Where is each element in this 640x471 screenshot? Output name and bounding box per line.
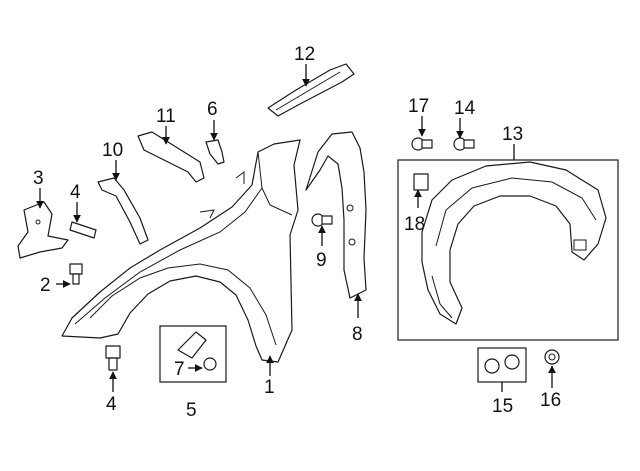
callout-18: 18 [404,214,425,235]
callout-4-upper: 4 [70,182,81,203]
nut-part-15[interactable] [484,354,520,374]
callout-7: 7 [174,359,185,380]
callout-2: 2 [40,275,51,296]
part-13-group-box [397,159,619,341]
callout-17: 17 [408,96,429,117]
part-5-group-box [159,325,227,383]
nut-part-16[interactable] [544,349,560,365]
bolt-part-2[interactable] [69,263,83,285]
callout-12: 12 [294,44,315,65]
leader-lines [36,64,556,392]
bolt-part-4-lower[interactable] [105,345,121,371]
callout-9: 9 [316,250,327,271]
callout-13: 13 [502,124,523,145]
fender-bracket-part[interactable] [17,201,69,259]
callout-14: 14 [454,98,476,119]
fender-strip-part[interactable] [97,177,149,245]
callout-10: 10 [102,140,123,161]
bolt-part-4-upper[interactable] [69,221,97,239]
wheelhouse-liner-part[interactable] [421,161,607,325]
callout-3: 3 [33,168,44,189]
screw-part-14[interactable] [453,137,475,151]
callout-5: 5 [186,400,197,421]
callout-1: 1 [264,377,275,398]
clip-part-18[interactable] [413,173,429,191]
callout-4-lower: 4 [106,394,117,415]
upper-seal-part[interactable] [267,63,355,117]
insulator-part[interactable] [137,131,205,183]
mounting-bracket-part[interactable] [177,331,217,371]
callout-15: 15 [492,396,513,417]
callout-6: 6 [207,99,218,120]
clip-part-9[interactable] [311,213,333,227]
rear-seal-part[interactable] [305,131,367,299]
callout-8: 8 [352,324,363,345]
screw-part-6[interactable] [205,139,225,165]
callout-11: 11 [156,106,176,127]
fender-part[interactable] [61,139,301,363]
rivet-part-17[interactable] [411,137,433,151]
callout-16: 16 [540,390,561,411]
